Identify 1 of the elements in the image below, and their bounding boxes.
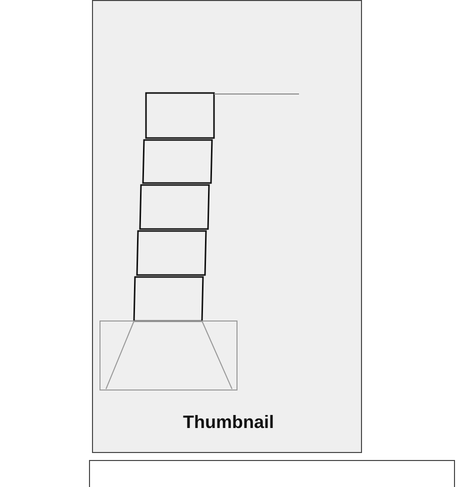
- caption: Thumbnail: [182, 412, 275, 433]
